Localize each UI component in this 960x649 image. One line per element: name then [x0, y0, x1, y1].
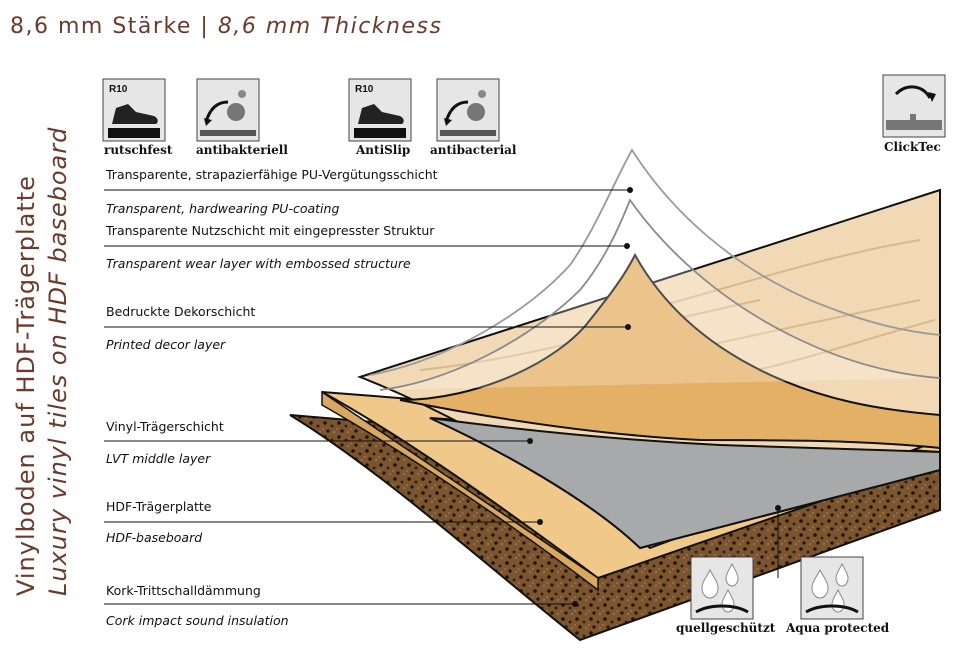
antibacterial-icon — [436, 78, 500, 142]
title-en: 8,6 mm Thickness — [217, 14, 443, 39]
caption-quellgeschuetzt: quellgeschützt — [676, 621, 776, 635]
caption-clicktec: ClickTec — [884, 140, 941, 154]
label-vinyl-de: Vinyl-Trägerschicht — [106, 419, 224, 434]
anti-slip-shoe-icon: R10 — [348, 78, 412, 142]
label-hdf-de: HDF-Trägerplatte — [106, 499, 212, 514]
label-wear-de: Transparente Nutzschicht mit eingepresst… — [106, 223, 435, 238]
label-cork-de: Kork-Trittschalldämmung — [106, 583, 261, 598]
label-pu-en: Transparent, hardwearing PU-coating — [106, 201, 340, 216]
antibacterial-icon — [196, 78, 260, 142]
label-cork-en: Cork impact sound insulation — [106, 613, 289, 628]
label-wear-en: Transparent wear layer with embossed str… — [106, 256, 411, 271]
water-drops-icon — [800, 556, 864, 620]
r10-badge: R10 — [109, 84, 128, 95]
anti-slip-shoe-icon: R10 — [102, 78, 166, 142]
caption-aqua-protected: Aqua protected — [786, 621, 890, 635]
r10-badge: R10 — [355, 84, 374, 95]
click-joint-icon — [882, 74, 946, 138]
wear-layer — [379, 198, 941, 391]
caption-rutschfest: rutschfest — [104, 143, 173, 157]
caption-antislip: AntiSlip — [356, 143, 411, 157]
leader-lines — [104, 189, 779, 605]
label-vinyl-en: LVT middle layer — [106, 451, 211, 466]
leader-dots — [527, 187, 781, 607]
decor-layer — [399, 252, 941, 450]
label-decor-de: Bedruckte Dekorschicht — [106, 304, 256, 319]
title-de: 8,6 mm Stärke | — [10, 14, 210, 39]
page-title: 8,6 mm Stärke | 8,6 mm Thickness — [10, 14, 442, 39]
caption-antibacterial: antibacterial — [430, 143, 517, 157]
water-drops-icon — [690, 556, 754, 620]
label-pu-de: Transparente, strapazierfähige PU-Vergüt… — [106, 167, 438, 182]
caption-antibakteriell: antibakteriell — [196, 143, 288, 157]
label-hdf-en: HDF-baseboard — [106, 530, 203, 545]
label-decor-en: Printed decor layer — [106, 337, 226, 352]
pu-layer — [369, 148, 941, 376]
